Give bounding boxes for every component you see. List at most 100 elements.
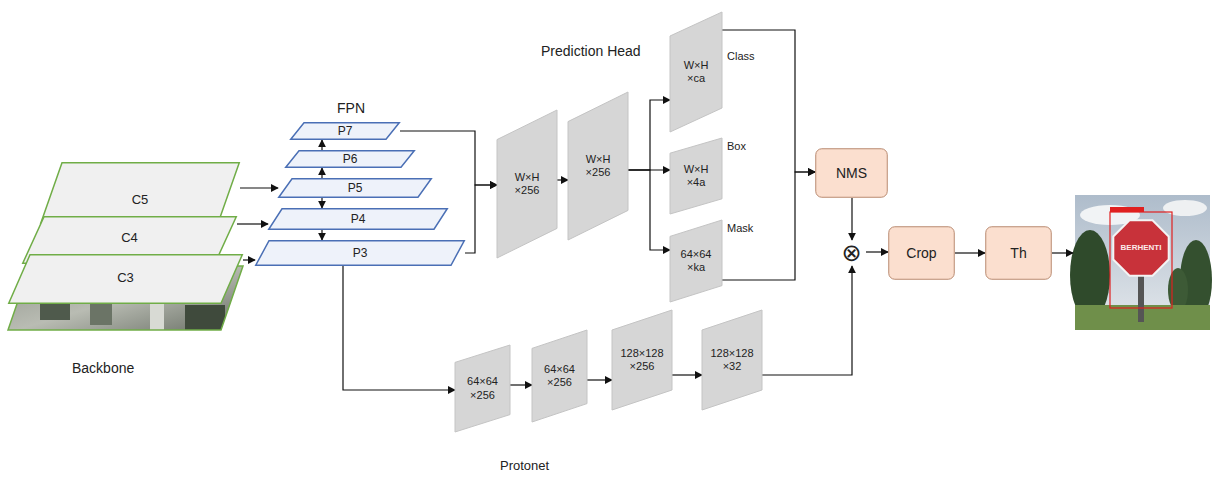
output-heading: Class: [727, 50, 755, 63]
process-box: NMS: [815, 148, 888, 198]
pyramid-level-shape: [286, 151, 415, 168]
node-text: P7: [338, 124, 353, 138]
feature-map: 128×128 ×256: [612, 310, 672, 410]
cloud: [1163, 200, 1207, 216]
pyramid-level: P7: [290, 122, 400, 140]
component-label: Prediction Head: [541, 43, 641, 59]
flow-arrow: [628, 100, 670, 170]
detection-box: [1110, 212, 1172, 308]
node-text: W×H ×ca: [684, 59, 709, 85]
flow-arrow: [321, 198, 322, 208]
photo-patch: [185, 305, 225, 330]
node-text: C3: [117, 270, 134, 286]
pyramid-level: P3: [255, 240, 465, 266]
feature-map: 128×128 ×32: [702, 310, 762, 410]
output-heading: Box: [727, 140, 746, 153]
feature-layer: C3: [8, 254, 243, 304]
output-map: BoxW×H ×4a: [670, 138, 722, 214]
pyramid-level: P4: [268, 208, 448, 230]
feature-map-shape: [455, 345, 510, 432]
sign-post: [1138, 272, 1144, 322]
flow-arrow: [237, 223, 268, 224]
pyramid-level: P5: [278, 178, 432, 198]
flow-arrow: [321, 168, 322, 178]
output-heading: Mask: [727, 222, 753, 235]
pyramid-level-shape: [291, 123, 400, 140]
pyramid-level-shape: [256, 241, 465, 266]
node-text: 128×128 ×256: [620, 347, 663, 373]
component-label: FPN: [337, 100, 365, 116]
flow-arrow: [762, 266, 852, 375]
output-map-shape: [670, 220, 722, 302]
node-text: W×H ×4a: [684, 163, 709, 189]
process-box-shape: [889, 227, 955, 280]
process-box-shape: [816, 149, 888, 198]
component-label: Backbone: [72, 360, 134, 376]
output-map-shape: [670, 12, 722, 132]
flow-arrow: [628, 170, 670, 250]
pyramid-level: P6: [285, 150, 415, 168]
sign-text: BERHENTI: [1114, 243, 1168, 252]
flow-arrow: [851, 198, 852, 240]
output-map: Mask64×64 ×ka: [670, 220, 722, 302]
node-text: P3: [353, 246, 368, 260]
node-text: NMS: [836, 165, 867, 182]
flow-arrow: [321, 230, 322, 240]
node-text: P5: [348, 181, 363, 195]
flow-arrow: [510, 384, 532, 385]
node-text: W×H ×256: [515, 171, 540, 197]
flow-arrow: [343, 266, 455, 390]
feature-map: W×H ×256: [497, 110, 557, 258]
flow-arrow: [465, 185, 497, 253]
flow-arrow: [240, 187, 278, 188]
component-label: Protonet: [500, 458, 549, 473]
node-text: W×H ×256: [586, 153, 611, 179]
feature-map-shape: [702, 310, 762, 410]
output-arrow: [1052, 252, 1073, 253]
output-map-shape: [670, 138, 722, 214]
multiply-operator: ⊗: [837, 240, 866, 266]
node-text: 64×64 ×ka: [681, 248, 712, 274]
feature-map-shape: [568, 92, 628, 240]
stop-sign: [1113, 220, 1168, 275]
node-text: 64×64 ×256: [544, 363, 575, 389]
feature-map-shape: [612, 310, 672, 410]
flow-arrow: [866, 251, 888, 252]
feature-map: 64×64 ×256: [455, 345, 510, 432]
node-text: C5: [132, 192, 149, 208]
node-text: P4: [351, 212, 366, 226]
flow-arrow: [722, 172, 815, 280]
node-text: 128×128 ×32: [710, 347, 753, 373]
flow-arrow: [557, 179, 568, 180]
node-text: P6: [343, 152, 358, 166]
feature-layer-shape: [41, 163, 240, 224]
pyramid-level-shape: [269, 209, 448, 230]
flow-arrow: [722, 30, 815, 172]
pyramid-level-shape: [279, 179, 432, 198]
process-box: Th: [985, 226, 1052, 280]
node-text: 64×64 ×256: [467, 375, 498, 401]
node-text: ⊗: [841, 241, 861, 265]
feature-map-shape: [497, 110, 557, 258]
flow-arrow: [321, 140, 322, 150]
detection-tag: [1110, 207, 1144, 212]
feature-layer-shape: [9, 255, 243, 304]
feature-map: 64×64 ×256: [532, 330, 587, 422]
process-box-shape: [986, 227, 1052, 280]
flow-arrow: [243, 259, 255, 260]
output-photo: [1070, 195, 1212, 330]
node-text: Th: [1010, 245, 1026, 262]
node-text: C4: [121, 230, 138, 246]
feature-map: W×H ×256: [568, 92, 628, 240]
flow-arrow: [955, 252, 985, 253]
process-box: Crop: [888, 226, 955, 280]
feature-map-shape: [532, 330, 587, 422]
flow-arrow: [587, 379, 612, 380]
output-map: ClassW×H ×ca: [670, 12, 722, 132]
flow-arrow: [672, 374, 702, 375]
feature-layer: C5: [40, 162, 240, 224]
node-text: Crop: [906, 245, 936, 262]
flow-arrow: [400, 131, 497, 185]
